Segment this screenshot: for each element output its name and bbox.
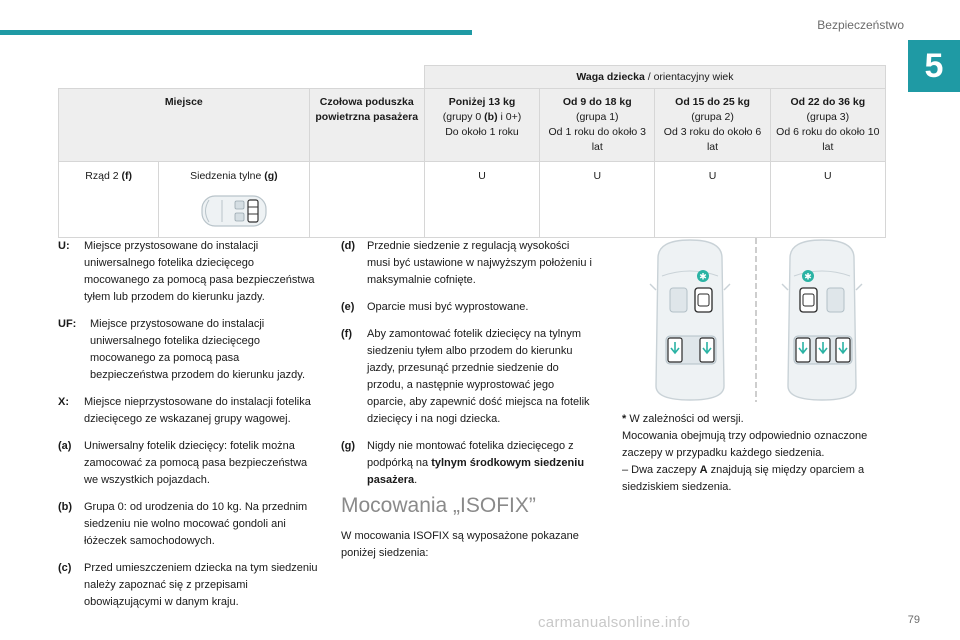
col-group-2: Od 9 do 18 kg (grupa 1) Od 1 roku do oko… xyxy=(539,88,656,162)
note-item: U:Miejsce przystosowane do instalacji un… xyxy=(58,240,315,303)
watermark: carmanualsonline.info xyxy=(538,614,691,631)
isofix-seats-illustration: ✱ ✱ xyxy=(649,238,863,402)
row-label: Rząd 2 (f) xyxy=(57,161,160,238)
note-item: (f)Aby zamontować fotelik dziecięcy na t… xyxy=(341,328,590,425)
value-cell: U xyxy=(539,161,656,238)
footnotes: (d)Przednie siedzenie z regulacją wysoko… xyxy=(341,238,593,499)
note-item: UF:Miejsce przystosowane do instalacji u… xyxy=(58,318,306,381)
note-item: (b)Grupa 0: od urodzenia do 10 kg. Na pr… xyxy=(58,501,308,547)
section-title: Bezpieczeństwo xyxy=(817,18,904,32)
col-group-4: Od 22 do 36 kg (grupa 3) Od 6 roku do ok… xyxy=(769,88,887,162)
legend-notes: U:Miejsce przystosowane do instalacji un… xyxy=(58,238,320,621)
isofix-heading: Mocowania „ISOFIX” xyxy=(341,494,536,517)
car-variant-left: ✱ xyxy=(649,239,731,401)
value-cell: U xyxy=(769,161,887,238)
isofix-footnote: * W zależności od wersji. Mocowania obej… xyxy=(622,413,868,493)
table-row: Rząd 2 (f) Siedzenia tylne (g) U U U U xyxy=(57,161,887,238)
car-variant-right: ✱ xyxy=(781,239,863,401)
svg-text:✱: ✱ xyxy=(804,273,812,283)
col-place-header: Miejsce xyxy=(58,88,310,162)
seat-cell: Siedzenia tylne (g) xyxy=(158,161,310,238)
chapter-tab: 5 xyxy=(908,40,960,92)
weight-group-header: Waga dziecka / orientacyjny wiek xyxy=(423,65,887,89)
isofix-intro: W mocowania ISOFIX są wyposażone pokazan… xyxy=(341,530,579,559)
svg-text:✱: ✱ xyxy=(699,273,707,283)
page-number: 79 xyxy=(907,614,920,626)
note-item: X:Miejsce nieprzystosowane do instalacji… xyxy=(58,396,311,425)
child-seat-table: Waga dziecka / orientacyjny wiek Miejsce… xyxy=(57,65,887,238)
col-group-3: Od 15 do 25 kg (grupa 2) Od 3 roku do ok… xyxy=(654,88,771,162)
table-corner xyxy=(58,65,425,89)
col-group-1: Poniżej 13 kg (grupy 0 (b) i 0+) Do okoł… xyxy=(423,88,541,162)
col-airbag-header: Czołowa poduszka powietrzna pasażera xyxy=(308,88,425,162)
note-item: (g)Nigdy nie montować fotelika dziecięce… xyxy=(341,440,585,486)
note-item: (c)Przed umieszczeniem dziecka na tym si… xyxy=(58,562,318,608)
airbag-cell xyxy=(308,161,425,238)
header-accent-bar xyxy=(0,30,472,35)
rear-seat-car-icon xyxy=(201,195,267,227)
value-cell: U xyxy=(423,161,541,238)
note-item: (e)Oparcie musi być wyprostowane. xyxy=(341,301,529,313)
note-item: (a)Uniwersalny fotelik dziecięcy: foteli… xyxy=(58,440,308,486)
note-item: (d)Przednie siedzenie z regulacją wysoko… xyxy=(341,240,592,286)
value-cell: U xyxy=(654,161,771,238)
